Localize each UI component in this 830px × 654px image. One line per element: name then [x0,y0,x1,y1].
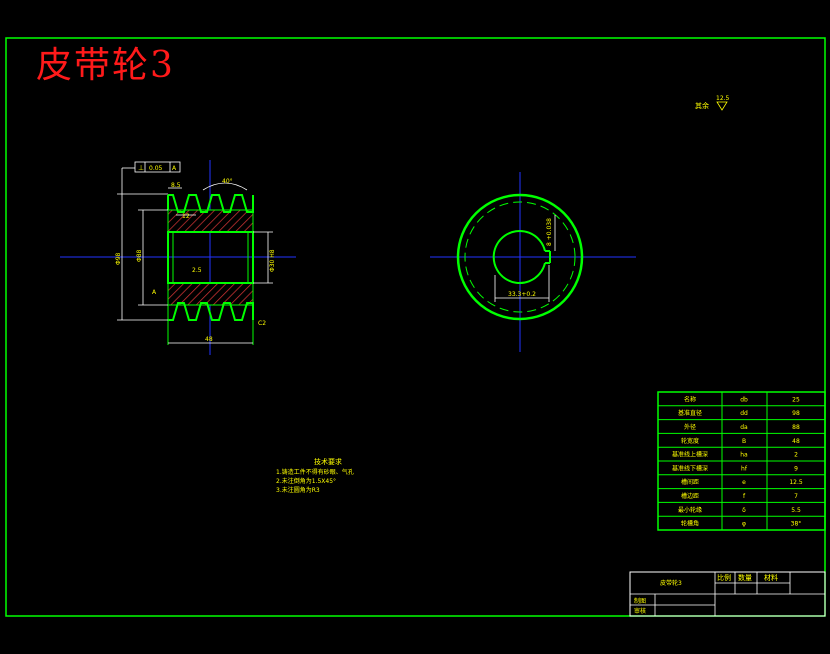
dim-datum-a: A [152,289,157,296]
front-view: 33.3+0.2 8 +0.038 [430,172,636,352]
param-cell: 外径 [684,423,696,431]
param-cell: 轮槽角 [681,520,699,528]
dim-key-depth: 33.3+0.2 [508,291,536,298]
rim-section-bottom [167,282,254,306]
param-cell: 7 [794,493,798,500]
param-cell: 98 [792,410,800,417]
param-cell: 9 [794,465,798,472]
param-cell: 名称 [684,395,696,403]
tolerance-value: 0.05 [149,165,163,172]
param-cell: db [740,396,748,403]
param-cell: 基准线下槽深 [672,464,708,472]
drawing-title: 皮带轮3 [36,45,175,86]
param-cell: 最小轮缘 [678,506,702,514]
param-cell: hf [741,465,748,472]
param-cell: 25 [792,396,800,403]
title-block-col-material: 材料 [764,573,778,582]
outer-circle [456,193,584,321]
param-cell: 48 [792,438,800,445]
notes-item-3: 3.未注圆角为R3 [276,486,320,494]
keyed-bore [492,230,546,284]
notes-heading: 技术要求 [314,457,342,466]
param-cell: 基准直径 [678,409,702,417]
notes-item-2: 2.未注倒角为1.5X45° [276,477,336,485]
tolerance-symbol: ⊥ [138,164,144,172]
groove-profile-top [168,194,254,213]
dim-angle: 40° [222,178,233,185]
rim-section-top [167,209,254,233]
title-block-col-qty: 数量 [738,573,752,582]
tolerance-frame: ⊥ 0.05 A [134,161,181,173]
param-cell: B [742,438,746,445]
param-cell: dd [740,410,748,417]
param-cell: 轮宽度 [681,437,699,445]
dim-bore: Φ30 H8 [269,249,276,272]
tolerance-datum: A [172,165,177,172]
param-cell: e [742,479,746,486]
dim-dia-left: Φ98 [115,252,122,265]
roughness-note-value: 12.5 [716,95,730,102]
param-cell: ha [740,452,748,459]
title-block-label-drawn: 制图 [634,597,646,605]
title-block: 皮带轮3 比例 数量 材料 制图 审核 [629,571,826,617]
notes-item-1: 1.铸造工件不得有砂眼、气孔 [276,468,354,476]
param-cell: 12.5 [789,479,803,486]
param-cell: f [743,493,746,500]
dim-key-width: 8 +0.038 [546,218,553,246]
param-cell: 2 [794,452,798,459]
title-block-col-scale: 比例 [717,573,731,582]
title-block-label-check: 审核 [634,607,646,615]
param-cell: 槽边距 [681,492,699,500]
inner-dashed-circle [464,201,576,313]
title-block-part-name: 皮带轮3 [660,579,682,587]
dim-groove-width: 12 [182,213,190,220]
param-table: 名称 db 25 基准直径 dd 98 外径 da 88 轮宽度 B 48 基准线上槽深 ha 2 基准线下槽… [657,391,826,531]
param-cell: 88 [792,424,800,431]
param-cell: 5.5 [791,507,801,514]
dim-chamfer: C2 [258,320,266,327]
roughness-symbol-icon [716,101,728,111]
param-cell: da [740,424,748,431]
side-view: ⊥ 0.05 A 8.5 40° 12 2.5 48 A C2 Φ98 Φ88 … [60,160,296,355]
dim-dia-right: Φ88 [136,249,143,262]
sheet-border [5,37,826,617]
technical-notes: 技术要求 1.铸造工件不得有砂眼、气孔 2.未注倒角为1.5X45° 3.未注圆… [276,457,354,494]
param-cell: 槽间距 [681,478,699,486]
param-cell: φ [742,521,746,528]
param-cell: 基准线上槽深 [672,451,708,459]
param-cell: 38° [791,521,802,528]
dim-width: 48 [205,336,213,343]
groove-profile-bottom [168,302,254,321]
roughness-note: 其余 12.5 [695,95,730,111]
roughness-note-label: 其余 [695,101,709,110]
dim-pitch: 8.5 [171,182,181,189]
param-cell: δ [742,507,746,514]
dim-groove-depth: 2.5 [192,267,202,274]
